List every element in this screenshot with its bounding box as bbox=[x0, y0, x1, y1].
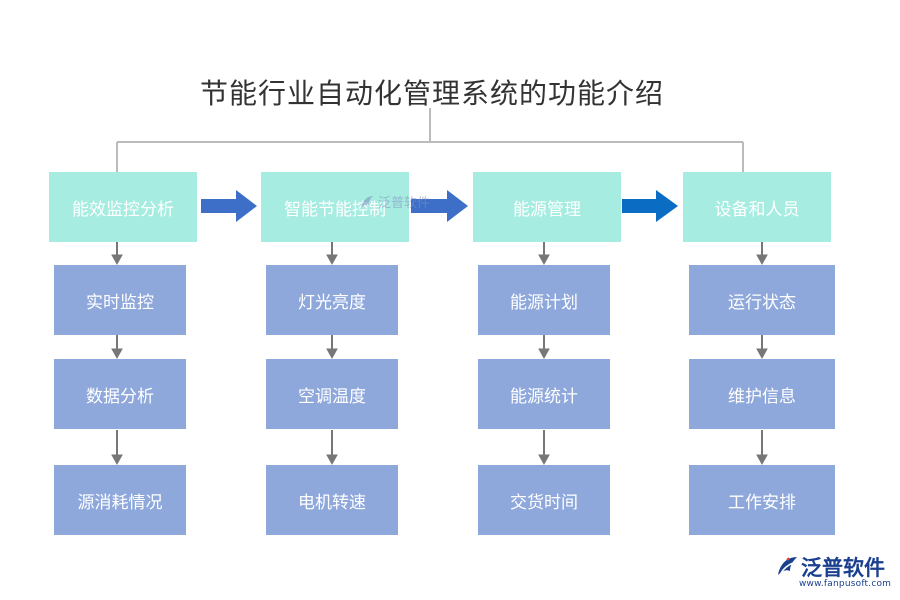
down-arrows bbox=[111, 242, 768, 466]
down-arrow-head bbox=[111, 254, 123, 266]
down-arrow-head bbox=[538, 348, 550, 360]
brand-url: www.fanpusoft.com bbox=[799, 579, 892, 589]
category-smart-control: 智能节能控制 bbox=[261, 172, 409, 242]
watermark: 泛普软件 bbox=[358, 192, 430, 211]
watermark-text: 泛普软件 bbox=[378, 196, 431, 211]
down-arrow-head bbox=[538, 254, 550, 266]
sub-item-delivery-time: 交货时间 bbox=[478, 465, 610, 535]
down-arrow-head bbox=[326, 454, 338, 466]
flow-arrow-2 bbox=[411, 190, 468, 222]
tree-connector bbox=[116, 108, 744, 172]
flow-arrow-1 bbox=[201, 190, 257, 222]
fanpu-logo-icon bbox=[361, 195, 373, 208]
sub-item-data-analysis: 数据分析 bbox=[54, 359, 186, 429]
sub-item-running-status: 运行状态 bbox=[689, 265, 835, 335]
sub-item-light-brightness: 灯光亮度 bbox=[266, 265, 398, 335]
down-arrow-head bbox=[111, 454, 123, 466]
sub-item-energy-statistics: 能源统计 bbox=[478, 359, 610, 429]
down-arrow-head bbox=[756, 348, 768, 360]
sub-item-energy-plan: 能源计划 bbox=[478, 265, 610, 335]
flow-arrow-3 bbox=[622, 190, 678, 222]
brand-logo: 泛普软件 www.fanpusoft.com bbox=[775, 552, 893, 592]
down-arrow-head bbox=[111, 348, 123, 360]
category-energy-monitoring: 能效监控分析 bbox=[49, 172, 197, 242]
down-arrow-head bbox=[538, 454, 550, 466]
diagram-title: 节能行业自动化管理系统的功能介绍 bbox=[200, 77, 665, 110]
down-arrow-head bbox=[326, 254, 338, 266]
down-arrow-head bbox=[756, 254, 768, 266]
sub-item-motor-speed: 电机转速 bbox=[266, 465, 398, 535]
down-arrow-head bbox=[326, 348, 338, 360]
sub-item-ac-temperature: 空调温度 bbox=[266, 359, 398, 429]
fanpu-logo-icon bbox=[778, 557, 797, 575]
sub-item-source-consumption: 源消耗情况 bbox=[54, 465, 186, 535]
sub-item-realtime-monitoring: 实时监控 bbox=[54, 265, 186, 335]
sub-item-work-schedule: 工作安排 bbox=[689, 465, 835, 535]
sub-item-maintenance-info: 维护信息 bbox=[689, 359, 835, 429]
flow-arrows bbox=[201, 190, 678, 222]
category-energy-management: 能源管理 bbox=[473, 172, 621, 242]
category-equipment-staff: 设备和人员 bbox=[683, 172, 831, 242]
down-arrow-head bbox=[756, 454, 768, 466]
brand-name: 泛普软件 bbox=[801, 556, 885, 580]
